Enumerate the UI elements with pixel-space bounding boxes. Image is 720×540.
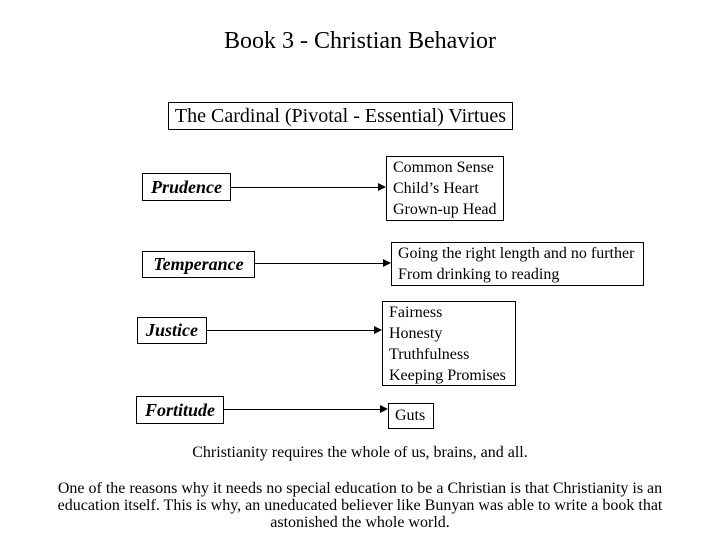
connector-line-justice [207,330,374,331]
virtue-box-prudence: Prudence [142,173,231,201]
cardinal-virtues-heading: The Cardinal (Pivotal - Essential) Virtu… [174,104,507,127]
footnote-text: Christianity requires the whole of us, b… [192,444,528,461]
desc-line: Keeping Promises [389,366,506,384]
desc-line: Grown-up Head [393,201,497,218]
desc-line: Honesty [389,324,443,342]
connector-line-prudence [231,187,378,188]
paragraph-line: One of the reasons why it needs no speci… [57,480,663,497]
arrow-head-icon [378,183,386,191]
virtue-box-temperance: Temperance [142,251,255,278]
desc-box-temperance: Going the right length and no further Fr… [391,242,644,286]
slide-title: Book 3 - Christian Behavior [224,28,496,54]
desc-line: Guts [395,407,426,424]
cardinal-virtues-heading-box: The Cardinal (Pivotal - Essential) Virtu… [168,102,513,130]
desc-box-prudence: Common Sense Child’s Heart Grown-up Head [386,156,504,221]
paragraph-line: education itself. This is why, an uneduc… [57,497,663,514]
arrow-head-icon [380,405,388,413]
desc-box-fortitude: Guts [388,403,434,429]
arrow-head-icon [383,259,391,267]
virtue-label-fortitude: Fortitude [144,399,215,420]
virtue-box-fortitude: Fortitude [136,396,224,424]
desc-box-justice: Fairness Honesty Truthfulness Keeping Pr… [382,301,516,386]
virtue-label-justice: Justice [146,320,198,340]
virtue-label-prudence: Prudence [151,176,222,197]
desc-line: Truthfulness [389,345,470,363]
desc-line: Child’s Heart [393,180,479,197]
desc-line: Fairness [389,303,443,321]
virtue-label-temperance: Temperance [153,254,244,274]
connector-line-fortitude [224,409,380,410]
virtue-box-justice: Justice [137,317,207,344]
connector-line-temperance [255,263,383,264]
arrow-head-icon [374,326,382,334]
closing-paragraph: One of the reasons why it needs no speci… [0,480,720,531]
desc-line: From drinking to reading [398,266,560,283]
desc-line: Common Sense [393,159,494,176]
desc-line: Going the right length and no further [398,245,635,262]
paragraph-line: astonished the whole world. [270,514,450,531]
